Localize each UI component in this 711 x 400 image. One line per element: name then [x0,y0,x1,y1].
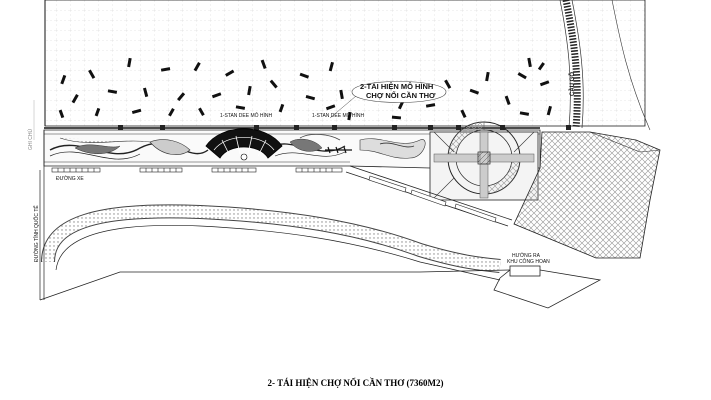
callout-bubble [329,81,447,119]
hatch-note-line1: HƯỚNG RA [512,253,541,259]
road-small-label: ĐƯỜNG XE [56,176,84,182]
margin-note-label: GHI CHÚ [28,128,34,150]
small-stand [325,146,352,154]
callout-text-line1: 2-TÁI HIỆN MÔ HÌNH [360,82,434,91]
stand-label-right: 1-STAN DEE MÔ HÌNH [312,113,365,119]
callout-text-line2: CHỢ NỔI CẦN THƠ [366,91,436,100]
road-left-label: ĐƯỜNG TỈNH QUỐC TẾ [34,205,40,262]
curved-road [41,204,501,281]
stand-label-left: 1-STAN DEE MÔ HÌNH [220,113,273,119]
water-area [44,0,646,127]
parking-ticks [57,168,333,172]
promenade-strip [43,129,541,169]
lower-boundary [39,265,602,309]
fan-stand [205,128,283,161]
boats [58,57,552,121]
parking-spaces [51,167,343,173]
drawing-title: 2- TÁI HIỆN CHỢ NỔI CẦN THƠ (7360M2) [267,378,444,388]
bridge-label: CẦU GỖ [570,72,576,96]
hatched-zone [513,131,661,259]
parking-diagonal [368,175,497,223]
left-road [39,130,45,300]
wooden-bridge [559,0,651,131]
plaza [429,121,539,201]
hatch-note-line2: KHU CÔNG HOAN [507,259,550,265]
